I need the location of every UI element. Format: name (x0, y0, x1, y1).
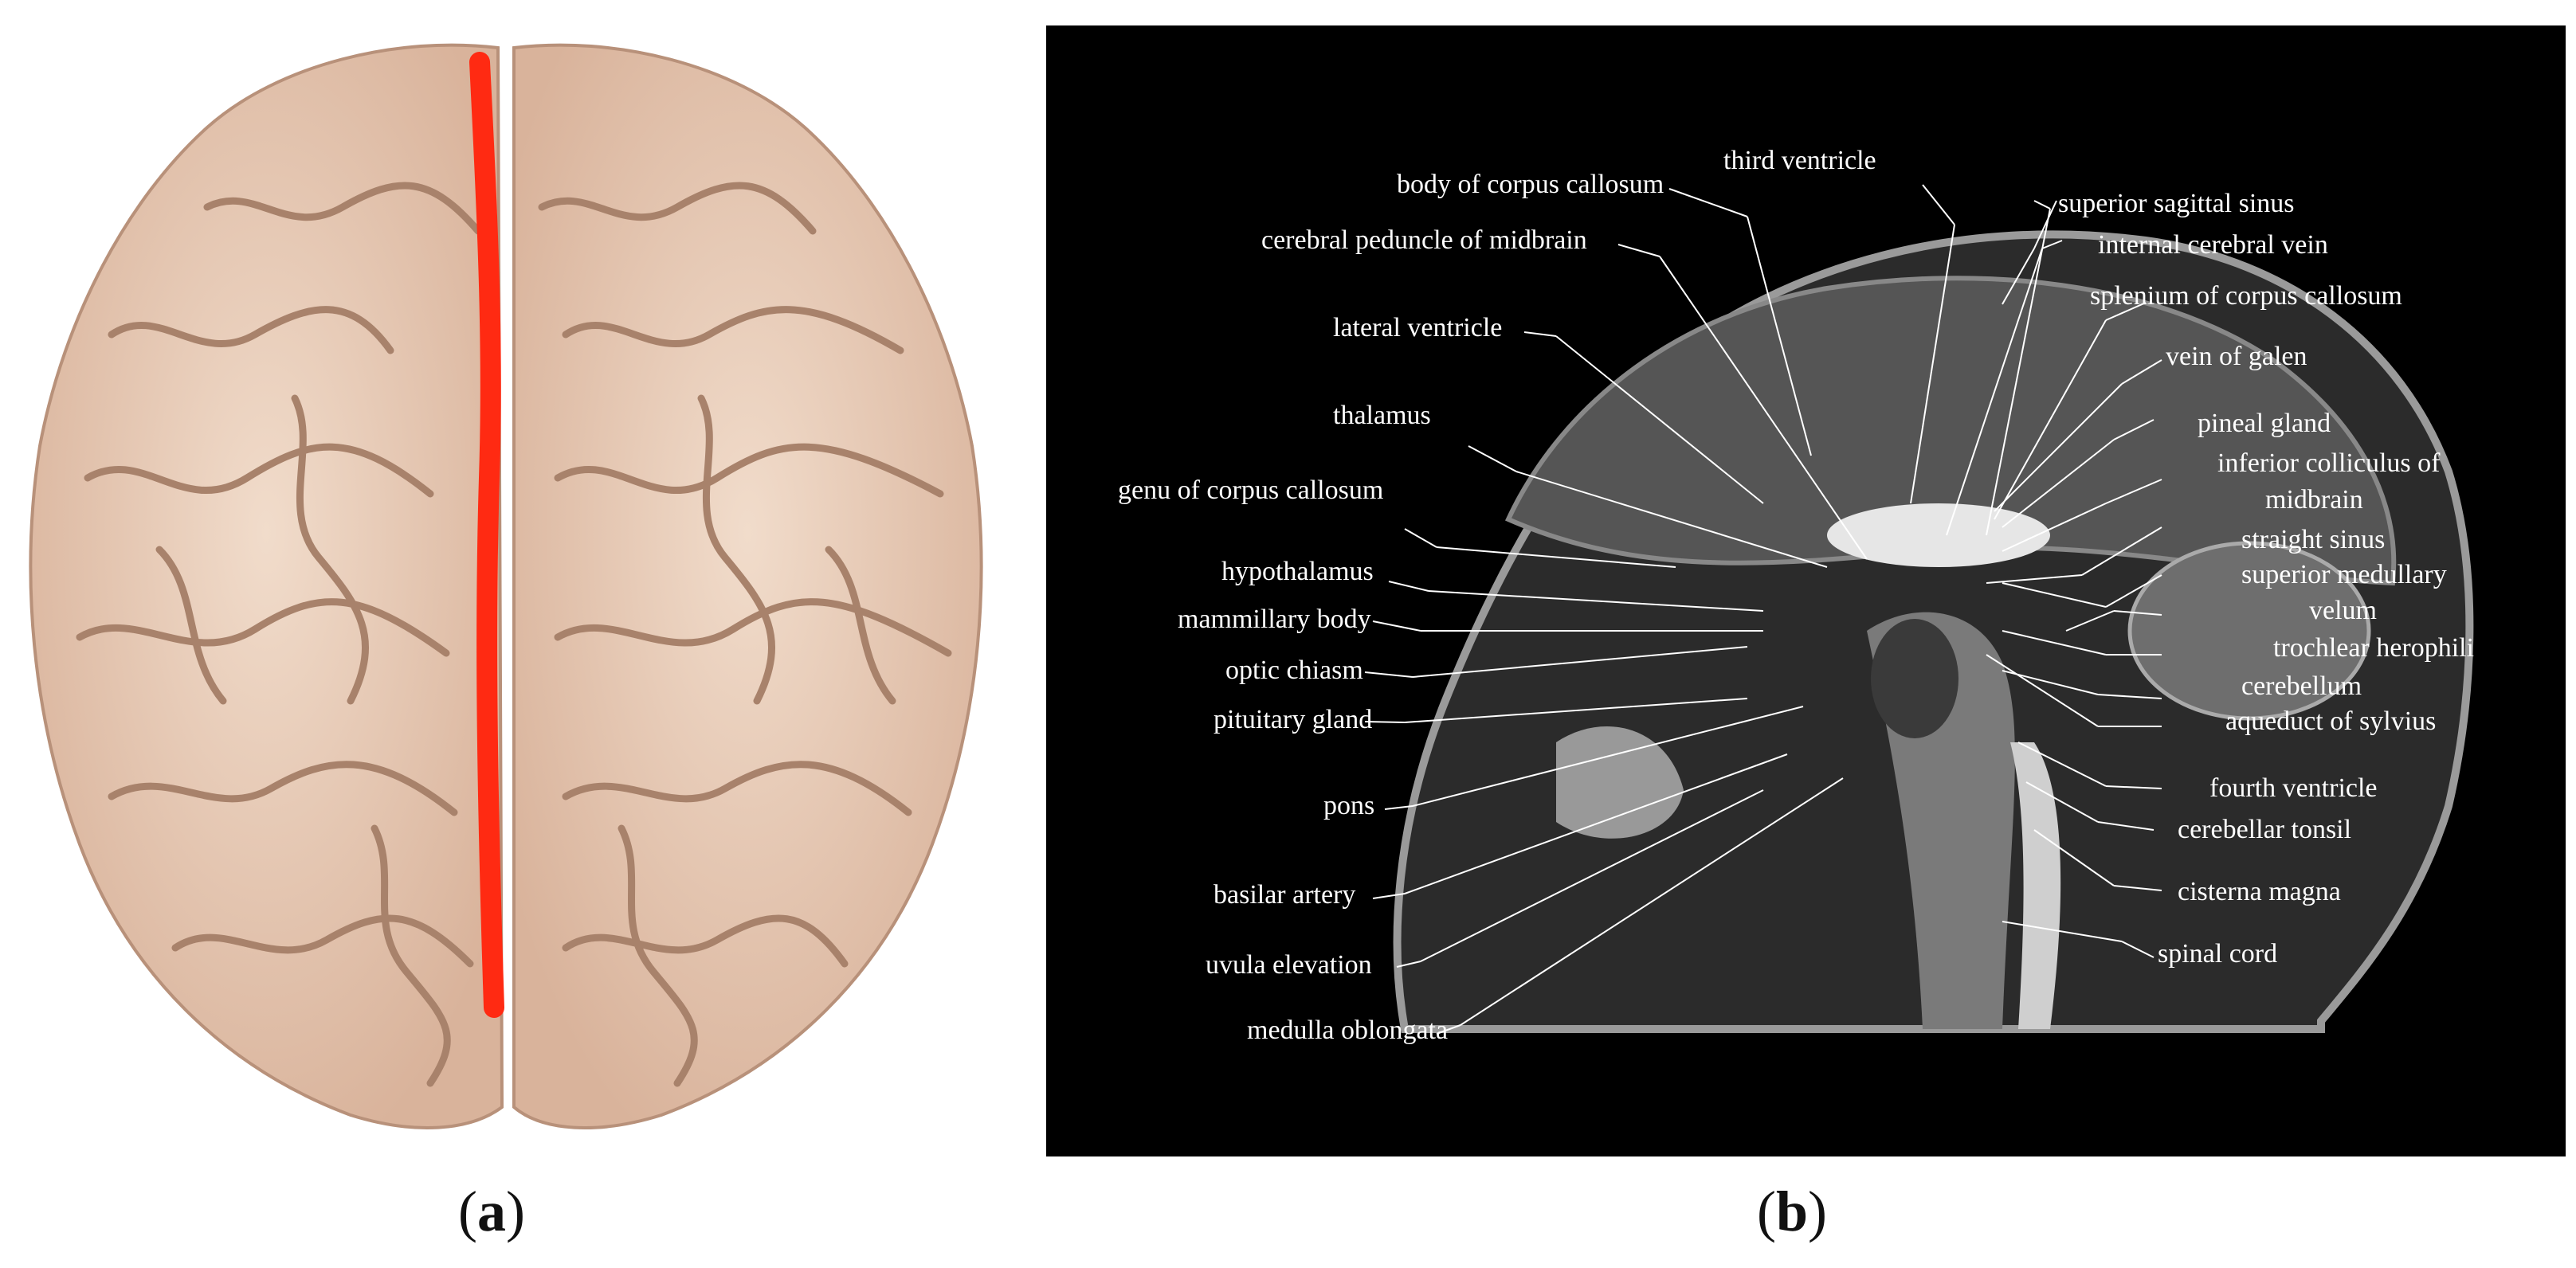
brain-top-view-image (29, 43, 983, 1129)
label-inferior-colliculus-2: midbrain (2265, 485, 2363, 515)
label-inferior-colliculus-1: inferior colliculus of (2217, 448, 2441, 478)
label-thalamus: thalamus (1333, 401, 1431, 430)
caption-b: (b) (1757, 1180, 1828, 1243)
leader-lines (1364, 184, 2162, 1035)
label-basilar-artery: basilar artery (1214, 880, 1355, 910)
label-trochlear-herophili: trochlear herophili (2273, 633, 2474, 663)
label-internal-cerebral-vein: internal cerebral vein (2098, 230, 2328, 260)
label-superior-medullary-2: velum (2309, 596, 2377, 625)
label-cerebellum: cerebellum (2241, 671, 2362, 701)
caption-b-letter: b (1775, 1180, 1809, 1243)
label-mammillary-body: mammillary body (1178, 605, 1371, 634)
label-cerebellar-tonsil: cerebellar tonsil (2178, 815, 2351, 844)
label-pineal-gland: pineal gland (2198, 409, 2331, 438)
caption-a: (a) (458, 1180, 525, 1243)
mri-scan (1393, 230, 2474, 1033)
anatomy-labels: body of corpus callosum third ventricle … (1118, 146, 2474, 1045)
sulci-pattern (76, 182, 952, 1087)
label-medulla-oblongata: medulla oblongata (1247, 1016, 1448, 1045)
label-hypothalamus: hypothalamus (1221, 557, 1374, 586)
label-pons: pons (1323, 791, 1374, 820)
label-straight-sinus: straight sinus (2241, 525, 2385, 554)
label-fourth-ventricle: fourth ventricle (2209, 773, 2378, 803)
label-superior-sagittal-sinus: superior sagittal sinus (2058, 189, 2295, 218)
label-vein-of-galen: vein of galen (2166, 342, 2307, 371)
label-aqueduct-sylvius: aqueduct of sylvius (2225, 706, 2436, 736)
sagittal-mri-panel: body of corpus callosum third ventricle … (1046, 25, 2566, 1156)
brain-top-view-panel (16, 32, 1012, 1139)
label-superior-medullary-1: superior medullary (2241, 560, 2447, 589)
label-spinal-cord: spinal cord (2158, 939, 2277, 969)
label-splenium-cc: splenium of corpus callosum (2090, 281, 2402, 311)
label-optic-chiasm: optic chiasm (1225, 656, 1363, 685)
label-genu-cc: genu of corpus callosum (1118, 475, 1383, 505)
label-lateral-ventricle: lateral ventricle (1333, 313, 1502, 342)
label-pituitary-gland: pituitary gland (1214, 705, 1372, 734)
sagittal-mri-image: body of corpus callosum third ventricle … (1118, 146, 2474, 1045)
caption-a-letter: a (476, 1180, 506, 1243)
midline-marker (469, 52, 504, 1018)
label-cisterna-magna: cisterna magna (2178, 877, 2341, 906)
label-body-cc: body of corpus callosum (1397, 170, 1664, 199)
label-uvula-elevation: uvula elevation (1206, 950, 1372, 980)
label-cerebral-peduncle: cerebral peduncle of midbrain (1261, 225, 1587, 255)
label-third-ventricle: third ventricle (1723, 146, 1876, 175)
